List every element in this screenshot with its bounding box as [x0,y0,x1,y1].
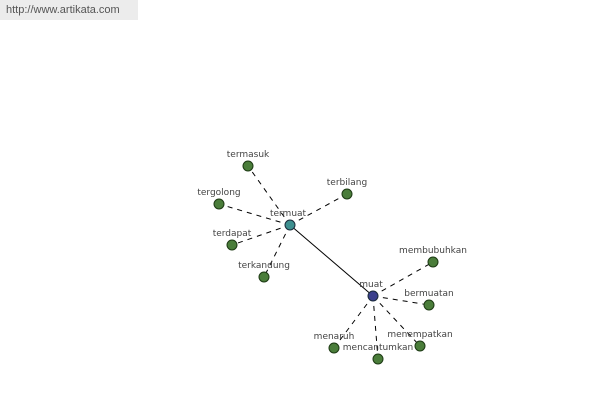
edge-termasuk [247,165,291,226]
hub-label-termuat: termuat [270,209,307,219]
edge-tergolong [218,203,291,226]
node-label-terbilang: terbilang [327,178,367,188]
node-label-terdapat: terdapat [213,229,252,239]
hub-node-muat[interactable] [367,290,379,302]
node-label-terkandung: terkandung [238,261,290,271]
node-mencantumkan[interactable] [372,353,384,365]
node-label-mencantumkan: mencantumkan [343,343,413,353]
node-menaruh[interactable] [328,342,340,354]
node-label-menempatkan: menempatkan [387,330,452,340]
edge-menaruh [333,295,374,349]
node-tergolong[interactable] [213,198,225,210]
watermark-url[interactable]: http://www.artikata.com [0,0,138,20]
edge-mencantumkan [372,295,379,360]
edge-membubuhkan [372,261,434,297]
hub-node-termuat[interactable] [284,219,296,231]
edge-terbilang [289,193,348,226]
node-label-tergolong: tergolong [197,188,240,198]
node-label-menaruh: menaruh [314,332,355,342]
edge-termuat-muat [289,224,374,297]
node-bermuatan[interactable] [423,299,435,311]
hub-label-muat: muat [359,280,383,290]
edge-terdapat [231,224,291,246]
node-label-termasuk: termasuk [227,150,270,160]
node-terdapat[interactable] [226,239,238,251]
node-label-bermuatan: bermuatan [404,289,454,299]
node-terbilang[interactable] [341,188,353,200]
node-termasuk[interactable] [242,160,254,172]
node-membubuhkan[interactable] [427,256,439,268]
node-label-membubuhkan: membubuhkan [399,246,467,256]
edge-menempatkan [372,295,421,347]
node-menempatkan[interactable] [414,340,426,352]
node-terkandung[interactable] [258,271,270,283]
